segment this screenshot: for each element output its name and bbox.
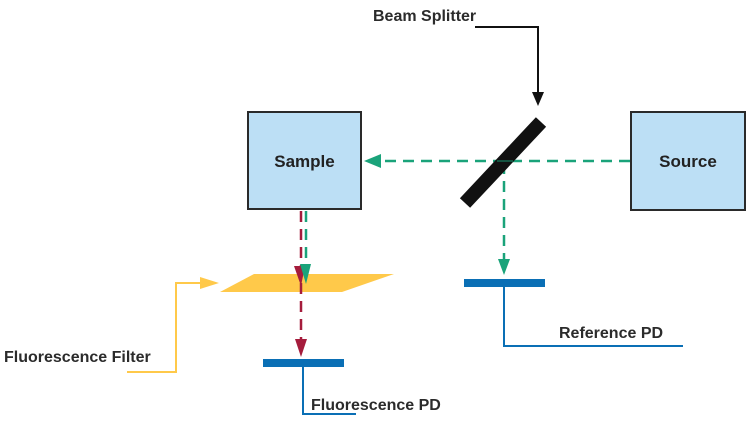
filter-leader-arrowhead-icon [200,277,219,289]
fluorescence-filter-label: Fluorescence Filter [4,349,151,366]
beam-splitter-arrowhead-icon [532,92,544,106]
fluorescence-photodiode [263,359,356,415]
reference-arrowhead-icon [498,259,510,275]
beam-splitter-leader [475,26,544,106]
beam-splitter [459,117,547,208]
sample-box: Sample [247,111,362,210]
fluorescence-filter-leader [127,277,219,373]
reference-photodiode [464,279,683,347]
fluorescence-arrowhead-lower-icon [295,339,307,357]
reference-beam [498,163,510,275]
sample-label: Sample [274,152,334,171]
reference-pd-label: Reference PD [559,325,663,342]
excitation-into-filter-arrowhead-icon [300,264,311,284]
source-box: Source [630,111,746,211]
source-label: Source [659,152,717,171]
transmitted-excitation-beam [300,211,311,284]
fluorescence-pd-label: Fluorescence PD [311,397,441,414]
beam-splitter-label: Beam Splitter [373,8,476,25]
excitation-arrowhead-icon [364,154,381,168]
fluorescence-filter [220,274,394,292]
